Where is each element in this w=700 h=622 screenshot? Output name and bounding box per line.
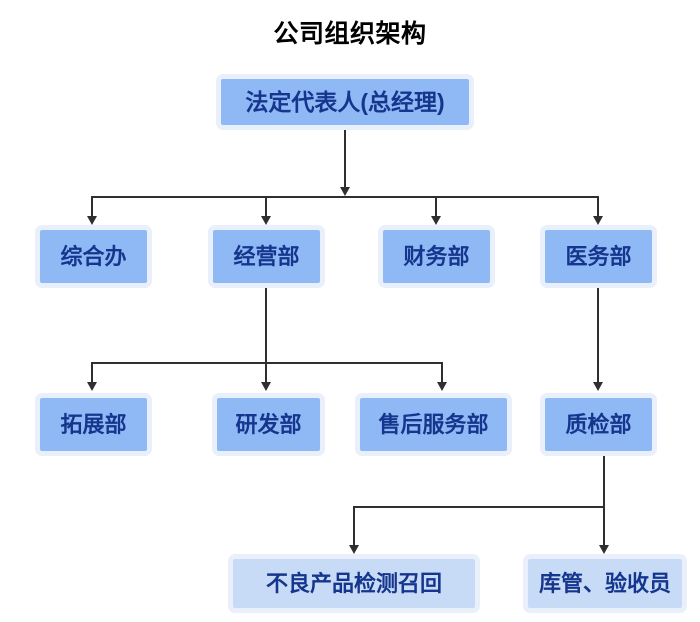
node-expansion[interactable]: 拓展部 (35, 393, 152, 456)
arrowhead-operations (261, 216, 271, 225)
edge-drop-warehouse-inspector (603, 506, 605, 546)
edge-bus-level1 (91, 196, 598, 198)
arrowhead-defect-recall (349, 545, 359, 554)
node-operations[interactable]: 经营部 (208, 225, 325, 288)
edge-drop-defect-recall (353, 506, 355, 546)
arrowhead-medical (593, 216, 603, 225)
node-quality-inspection[interactable]: 质检部 (540, 393, 657, 456)
edge-drop-general-office (91, 196, 93, 218)
node-label: 拓展部 (60, 411, 127, 437)
arrowhead-expansion (87, 382, 97, 391)
edge-medical-to-quality (597, 288, 599, 384)
edge-bus-level3 (353, 506, 605, 508)
edge-drop-after-sales (441, 362, 443, 384)
node-defect-recall[interactable]: 不良产品检测召回 (228, 554, 480, 613)
arrowhead-rnd (261, 382, 271, 391)
node-label: 不良产品检测召回 (265, 570, 442, 596)
node-label: 法定代表人(总经理) (245, 88, 445, 115)
node-finance[interactable]: 财务部 (378, 225, 495, 288)
edge-quality-stem (603, 456, 605, 508)
node-medical[interactable]: 医务部 (540, 225, 657, 288)
arrowhead-general-office (87, 216, 97, 225)
edge-bus-level2 (91, 362, 443, 364)
node-label: 医务部 (565, 243, 632, 269)
arrowhead-warehouse-inspector (599, 545, 609, 554)
edge-drop-finance (435, 196, 437, 218)
edge-drop-rnd (265, 362, 267, 384)
arrowhead-root-stem (340, 187, 350, 196)
node-label: 经营部 (233, 243, 300, 269)
edge-drop-operations (265, 196, 267, 218)
arrowhead-after-sales (437, 382, 447, 391)
node-label: 研发部 (235, 411, 302, 437)
node-legal-representative[interactable]: 法定代表人(总经理) (216, 74, 474, 130)
node-label: 财务部 (403, 243, 470, 269)
arrowhead-finance (431, 216, 441, 225)
page-title: 公司组织架构 (273, 20, 427, 48)
edge-root-stem (344, 130, 346, 188)
edge-operations-stem (265, 288, 267, 363)
node-rnd[interactable]: 研发部 (212, 393, 325, 456)
edge-drop-expansion (91, 362, 93, 384)
node-general-office[interactable]: 综合办 (35, 225, 152, 288)
node-after-sales[interactable]: 售后服务部 (355, 393, 512, 456)
arrowhead-quality-inspection (593, 382, 603, 391)
node-label: 售后服务部 (378, 411, 489, 437)
node-warehouse-inspector[interactable]: 库管、验收员 (523, 554, 687, 613)
node-label: 库管、验收员 (538, 570, 671, 596)
node-label: 质检部 (565, 411, 632, 437)
node-label: 综合办 (60, 243, 127, 269)
edge-drop-medical (597, 196, 599, 218)
